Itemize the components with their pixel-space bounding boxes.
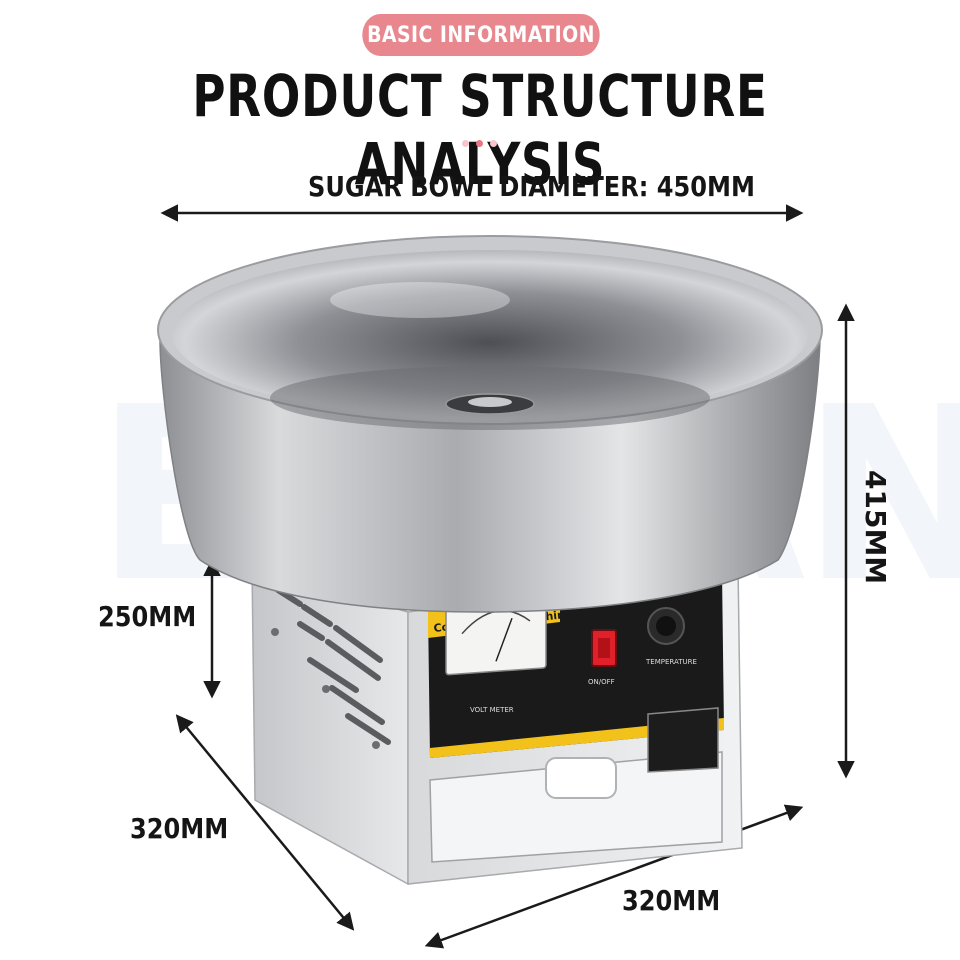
section-badge: BASIC INFORMATION (362, 14, 600, 56)
total-height-label: 415MM (859, 470, 892, 585)
base-height-label: 250MM (98, 600, 197, 633)
meter-caption: VOLT METER (470, 706, 514, 714)
screws (271, 628, 380, 749)
dot (490, 140, 497, 147)
title-dots (462, 140, 497, 147)
width-label: 320MM (622, 884, 721, 917)
meter-needle (495, 617, 513, 662)
drawer-handle (545, 757, 617, 799)
knob-label: TEMPERATURE (645, 658, 697, 666)
dot (476, 140, 483, 147)
depth-label: 320MM (130, 812, 229, 845)
switch-label: ON/OFF (588, 678, 615, 686)
depth-arrow (175, 714, 355, 931)
vent-slots (275, 587, 391, 745)
drawer-front (429, 751, 723, 863)
bowl-diameter-label: SUGAR BOWL DIAMETER: 450MM (308, 170, 755, 203)
dot (462, 140, 469, 147)
drawer-window (647, 707, 719, 773)
